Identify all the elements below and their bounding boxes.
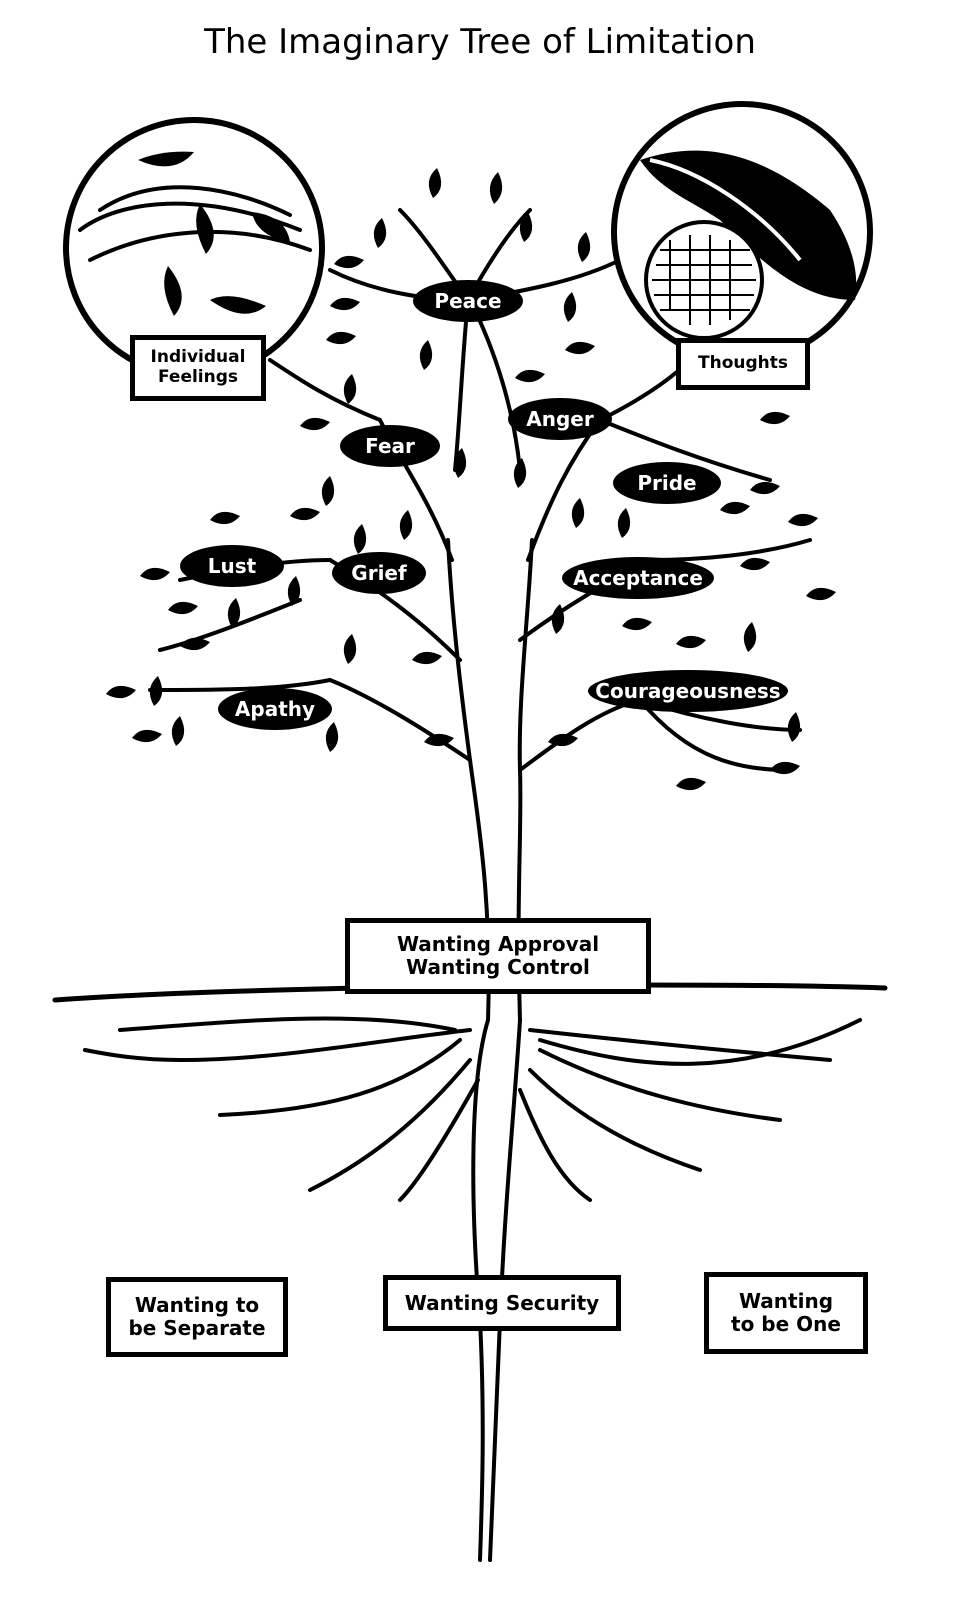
wanting-approval-label: Wanting Approval [396,932,600,956]
leaf-icon [334,255,364,269]
leaves [106,168,836,791]
leaf-icon [399,510,413,540]
leaf-icon [513,458,527,488]
wanting-one-box: Wanting to be One [704,1272,868,1354]
leaf-icon [740,557,770,571]
leaf-icon [515,369,545,383]
leaf-icon [760,411,790,425]
leaf-icon [132,729,162,743]
leaf-icon [326,331,356,345]
leaf-icon [743,622,757,652]
leaf-icon [252,212,290,242]
leaf-icon [353,524,367,554]
leaf-icon [343,634,357,664]
leaf-icon [617,508,631,538]
leaf-icon [290,507,320,521]
leaf-icon [489,172,503,204]
branch-grief: Grief [332,552,426,594]
leaf-icon [577,232,591,262]
leaf-icon [168,601,198,615]
diagram-title: The Imaginary Tree of Limitation [204,22,756,62]
branch-peace: Peace [413,280,523,322]
wanting-approval-control-box: Wanting Approval Wanting Control [345,918,651,994]
branch-apathy: Apathy [218,688,332,730]
wanting-one-line1: Wanting [738,1289,834,1313]
wanting-separate-line1: Wanting to [134,1293,260,1317]
leaf-icon [453,448,467,478]
branch-acceptance: Acceptance [562,557,714,599]
leaf-icon [419,340,433,370]
leaf-icon [330,297,360,311]
branch-courageousness: Courageousness [588,670,788,712]
leaf-icon [300,417,330,431]
leaf-icon [424,733,454,747]
leaf-icon [720,501,750,515]
leaf-icon [196,204,214,254]
leaf-icon [519,212,533,242]
leaf-icon [210,511,240,525]
leaf-icon [287,576,301,606]
leaf-icon [788,513,818,527]
leaf-icon [140,567,170,581]
leaf-icon [210,296,266,314]
leaf-icon [551,604,565,634]
branch-pride: Pride [613,462,721,504]
leaf-icon [565,341,595,355]
wanting-control-label: Wanting Control [406,955,590,979]
leaf-icon [676,777,706,791]
leaf-icon [676,635,706,649]
wanting-one-line2: to be One [731,1312,841,1336]
leaf-icon [548,733,578,747]
individual-feelings-box: Individual Feelings [130,335,266,401]
branch-anger: Anger [508,398,612,440]
thoughts-label: Thoughts [698,353,788,374]
wanting-security-label: Wanting Security [404,1290,600,1315]
leaf-icon [149,676,163,706]
leaf-icon [571,498,585,528]
leaf-icon [106,685,136,699]
leaf-icon [321,476,335,506]
leaf-icon [164,266,182,316]
leaf-icon [428,168,442,198]
leaf-icon [563,292,577,322]
leaf-icon [770,761,800,775]
leaf-icon [622,617,652,631]
leaf-icon [227,598,241,628]
leaf-icon [171,716,185,746]
leaf-icon [750,481,780,495]
leaf-icon [787,712,801,742]
leaf-icon [806,587,836,601]
wanting-separate-line2: be Separate [128,1316,266,1340]
leaf-icon [412,651,442,665]
wanting-security-box: Wanting Security [383,1275,621,1331]
thoughts-magnifier [611,101,873,363]
thoughts-box: Thoughts [676,338,810,390]
individual-feelings-line1: Individual [150,347,246,368]
individual-feelings-line2: Feelings [157,367,239,387]
leaf-icon [180,637,210,651]
wanting-separate-box: Wanting to be Separate [106,1277,288,1357]
leaf-icon [325,722,339,752]
branch-lust: Lust [180,545,284,587]
leaf-icon [373,218,387,248]
feelings-magnifier [63,117,325,379]
branch-fear: Fear [340,425,440,467]
leaf-icon [343,374,357,404]
leaf-icon [138,151,194,167]
